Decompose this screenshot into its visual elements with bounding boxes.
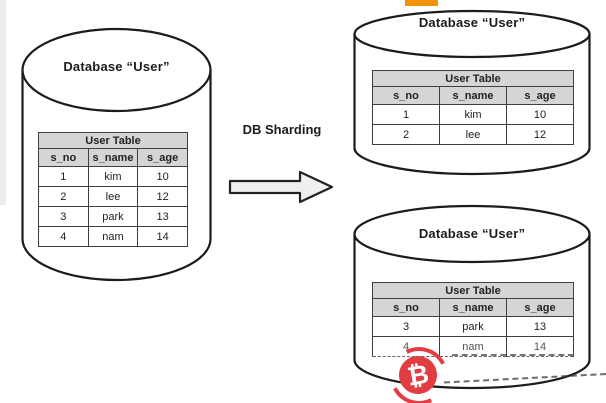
cell-s-age: 13 xyxy=(506,316,574,337)
cell-s-name: park xyxy=(87,206,139,227)
database-cylinder-source: Database “User” User Table s_no s_name s… xyxy=(20,26,213,284)
user-table-source: User Table s_no s_name s_age 1 kim 10 2 … xyxy=(38,132,188,247)
cell-s-age: 12 xyxy=(137,186,188,207)
sharding-arrow-icon xyxy=(228,170,334,204)
cell-s-age: 10 xyxy=(506,104,574,125)
cell-s-no: 3 xyxy=(372,316,440,337)
table-row: 2 lee 12 xyxy=(372,124,574,145)
cell-s-name: kim xyxy=(87,166,139,187)
table-row: 1 kim 10 xyxy=(38,166,188,187)
column-header: s_name xyxy=(439,298,507,317)
column-header: s_age xyxy=(506,86,574,105)
cell-s-no: 3 xyxy=(38,206,89,227)
cell-s-age: 13 xyxy=(137,206,188,227)
cell-s-name: park xyxy=(439,316,507,337)
database-cylinder-shard2: Database “User” User Table s_no s_name s… xyxy=(352,200,592,398)
table-header-row: s_no s_name s_age xyxy=(372,298,574,317)
table-title: User Table xyxy=(38,132,188,149)
table-row: 2 lee 12 xyxy=(38,186,188,207)
cell-s-no: 4 xyxy=(38,226,89,247)
user-table-shard2: User Table s_no s_name s_age 3 park 13 4… xyxy=(372,282,574,357)
column-header: s_no xyxy=(38,148,89,167)
bitcoin-symbol: ₿ xyxy=(404,357,431,392)
table-row: 4 nam 14 xyxy=(372,336,574,357)
cell-s-age: 14 xyxy=(506,336,574,357)
orange-marker xyxy=(405,0,438,6)
cell-s-name: nam xyxy=(87,226,139,247)
column-header: s_age xyxy=(506,298,574,317)
column-header: s_age xyxy=(137,148,188,167)
column-header: s_name xyxy=(439,86,507,105)
cell-s-no: 2 xyxy=(372,124,440,145)
database-cylinder-shard1: Database “User” User Table s_no s_name s… xyxy=(352,6,592,178)
column-header: s_no xyxy=(372,86,440,105)
cell-s-no: 4 xyxy=(372,336,440,357)
table-title: User Table xyxy=(372,70,574,87)
cell-s-name: lee xyxy=(439,124,507,145)
table-title: User Table xyxy=(372,282,574,299)
table-header-row: s_no s_name s_age xyxy=(38,148,188,167)
database-title: Database “User” xyxy=(63,59,170,74)
table-row: 3 park 13 xyxy=(372,316,574,337)
table-row: 4 nam 14 xyxy=(38,226,188,247)
arrow-label: DB Sharding xyxy=(242,122,322,137)
cell-s-age: 14 xyxy=(137,226,188,247)
table-row: 1 kim 10 xyxy=(372,104,574,125)
cell-s-no: 2 xyxy=(38,186,89,207)
column-header: s_name xyxy=(87,148,139,167)
watermark-smudge-line xyxy=(452,354,574,356)
database-title: Database “User” xyxy=(418,226,526,241)
table-header-row: s_no s_name s_age xyxy=(372,86,574,105)
cell-s-name: lee xyxy=(87,186,139,207)
cell-s-no: 1 xyxy=(372,104,440,125)
cell-s-no: 1 xyxy=(38,166,89,187)
scan-edge-artifact xyxy=(0,0,6,205)
column-header: s_no xyxy=(372,298,440,317)
database-title: Database “User” xyxy=(418,15,526,30)
user-table-shard1: User Table s_no s_name s_age 1 kim 10 2 … xyxy=(372,70,574,145)
table-row: 3 park 13 xyxy=(38,206,188,227)
cell-s-age: 10 xyxy=(137,166,188,187)
cell-s-age: 12 xyxy=(506,124,574,145)
cell-s-name: kim xyxy=(439,104,507,125)
